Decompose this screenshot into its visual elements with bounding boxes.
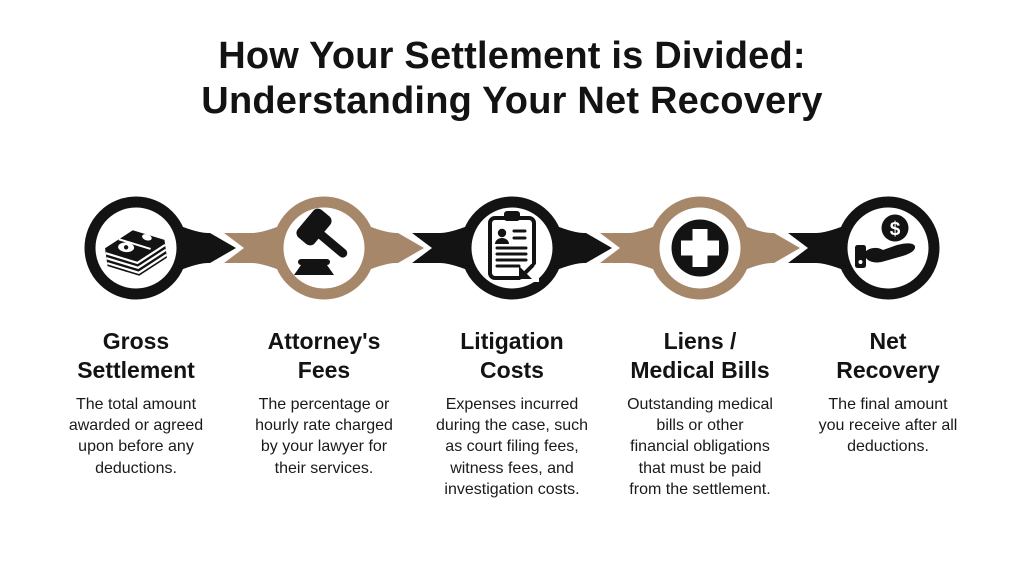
- notch-band: [224, 225, 282, 271]
- step-title: Gross Settlement: [77, 328, 195, 383]
- step-title: Attorney's Fees: [267, 328, 381, 383]
- arrow-right-icon: [554, 225, 612, 271]
- page-title: How Your Settlement is Divided: Understa…: [0, 34, 1024, 124]
- notch-band: [788, 225, 846, 271]
- connector-3: [554, 225, 658, 271]
- step-description: Expenses incurred during the case, such …: [435, 395, 589, 498]
- page-title-line2: Understanding Your Net Recovery: [201, 79, 823, 122]
- step-ring-5: [836, 196, 940, 300]
- connector-1: [178, 225, 282, 271]
- connector-2: [366, 225, 470, 271]
- step-description: Outstanding medical bills or other finan…: [627, 395, 773, 498]
- gavel-icon: [294, 208, 348, 275]
- step-title: Liens / Medical Bills: [630, 328, 770, 383]
- step-column-net-recovery: Net Recovery The final amount you receiv…: [794, 327, 982, 500]
- connector-4: [742, 225, 846, 271]
- legal-document-icon: [488, 211, 539, 282]
- arrow-right-icon: [366, 225, 424, 271]
- dollar-sign-glyph: $: [890, 219, 901, 240]
- step-column-liens-medical-bills: Liens / Medical Bills Outstanding medica…: [606, 327, 794, 500]
- step-title: Litigation Costs: [460, 328, 564, 383]
- step-title: Net Recovery: [836, 328, 940, 383]
- step-labels: Gross Settlement The total amount awarde…: [42, 327, 982, 500]
- arrow-right-icon: [178, 225, 236, 271]
- step-column-litigation-costs: Litigation Costs Expenses incurred durin…: [418, 327, 606, 500]
- step-description: The percentage or hourly rate charged by…: [255, 395, 393, 477]
- notch-band: [600, 225, 658, 271]
- step-description: The total amount awarded or agreed upon …: [68, 395, 204, 477]
- step-description: The final amount you receive after all d…: [818, 395, 958, 456]
- hand-coin-icon: $: [855, 214, 916, 268]
- step-column-attorneys-fees: Attorney's Fees The percentage or hourly…: [230, 327, 418, 500]
- medical-cross-icon: [671, 219, 729, 277]
- process-flow: $: [84, 196, 940, 300]
- money-stack-icon: [105, 230, 168, 276]
- notch-band: [412, 225, 470, 271]
- arrow-right-icon: [742, 225, 800, 271]
- page-title-line1: How Your Settlement is Divided:: [218, 35, 806, 77]
- step-column-gross-settlement: Gross Settlement The total amount awarde…: [42, 327, 230, 500]
